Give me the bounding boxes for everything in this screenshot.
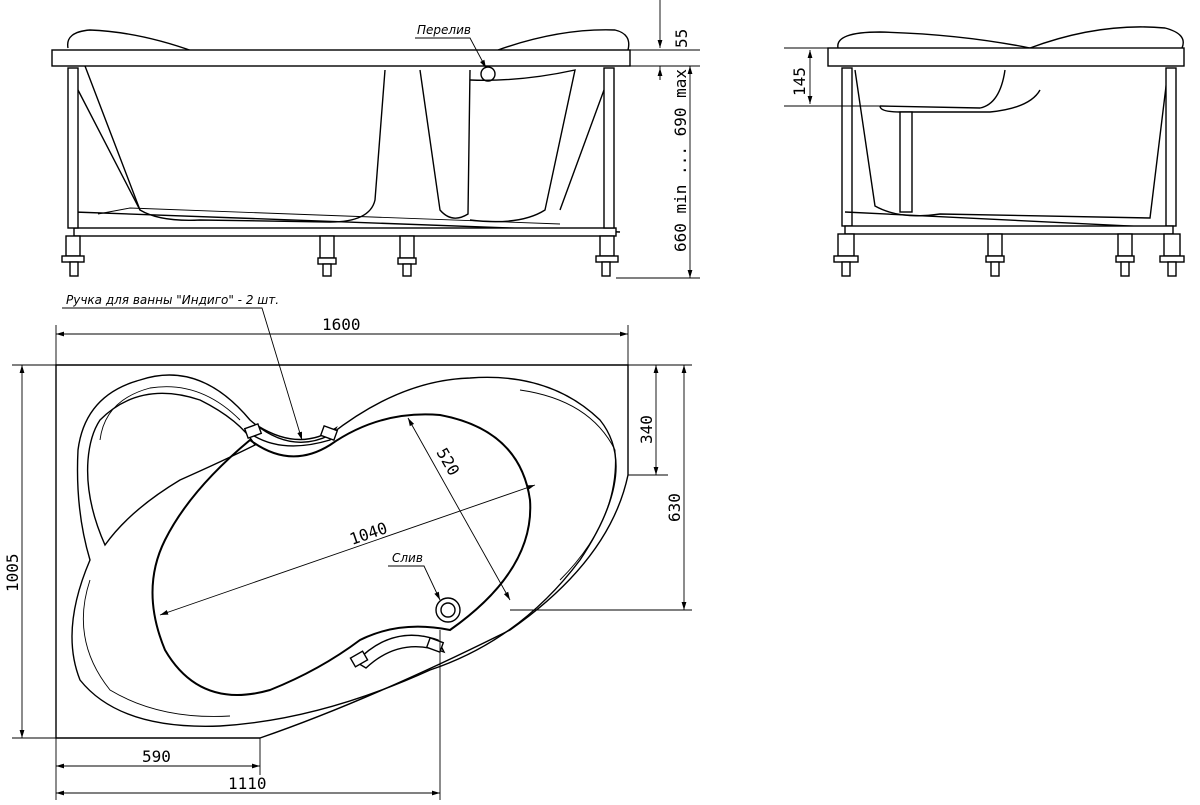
dim-leg-height: 660 min ... 690 max bbox=[671, 69, 690, 252]
handle-note: Ручка для ванны "Индиго" - 2 шт. bbox=[66, 293, 279, 307]
side-view: 145 bbox=[784, 26, 1185, 277]
dim-bottom-short: 590 bbox=[142, 747, 171, 766]
drain-label: Слив bbox=[392, 551, 423, 565]
top-view: 1600 1005 340 630 590 1110 1040 520 Ручк… bbox=[3, 293, 692, 800]
dim-side-rim: 145 bbox=[790, 67, 809, 96]
front-view: Перелив 55 660 min ... 690 max bbox=[51, 0, 700, 279]
dim-rim-height: 55 bbox=[672, 29, 691, 48]
dim-right-total: 630 bbox=[665, 493, 684, 522]
dim-right-top: 340 bbox=[637, 415, 656, 444]
dim-width: 1600 bbox=[322, 315, 361, 334]
dim-length: 1005 bbox=[3, 553, 22, 592]
overflow-label: Перелив bbox=[417, 23, 471, 37]
dim-inner-width: 520 bbox=[433, 445, 464, 480]
dim-bottom-long: 1110 bbox=[228, 774, 267, 793]
dim-inner-length: 1040 bbox=[347, 518, 390, 549]
